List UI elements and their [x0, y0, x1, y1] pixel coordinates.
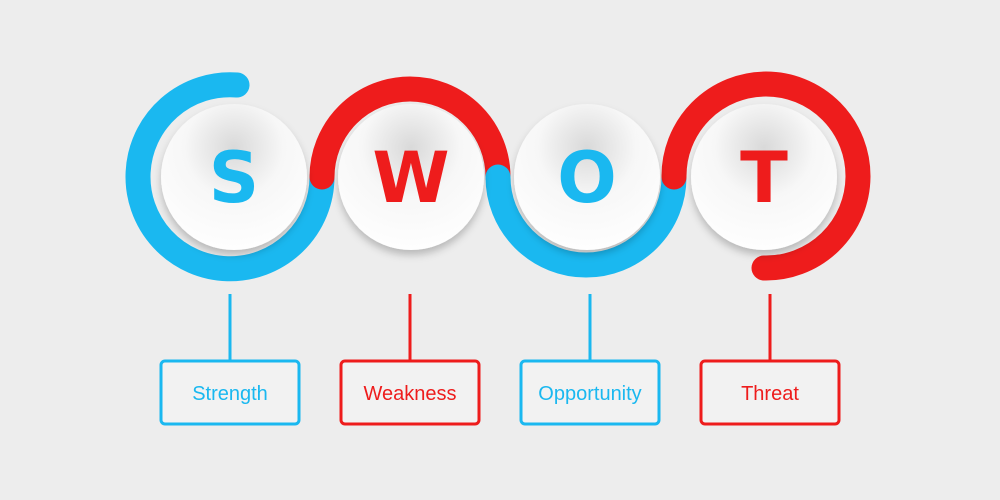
- arc-strength: [125, 72, 335, 282]
- ball-opportunity: O: [514, 104, 660, 250]
- arc-threat: [661, 71, 871, 281]
- label-weakness: Weakness: [363, 383, 456, 405]
- box-threat: Threat: [699, 359, 841, 426]
- box-strength: Strength: [159, 359, 301, 426]
- box-opportunity: Opportunity: [519, 359, 661, 426]
- ball-weakness: W: [338, 104, 484, 250]
- ball-strength: S: [161, 104, 307, 250]
- label-strength: Strength: [192, 383, 268, 405]
- arc-weakness: [309, 76, 511, 190]
- label-threat: Threat: [741, 383, 799, 405]
- arc-group: [125, 71, 871, 282]
- letter-t: T: [740, 137, 788, 219]
- label-opportunity: Opportunity: [538, 383, 641, 405]
- ball-threat: T: [691, 104, 837, 250]
- letter-w: W: [372, 137, 449, 219]
- box-weakness: Weakness: [339, 359, 481, 426]
- letter-s: S: [209, 137, 259, 219]
- letter-o: O: [557, 137, 617, 219]
- arc-opportunity: [485, 164, 687, 278]
